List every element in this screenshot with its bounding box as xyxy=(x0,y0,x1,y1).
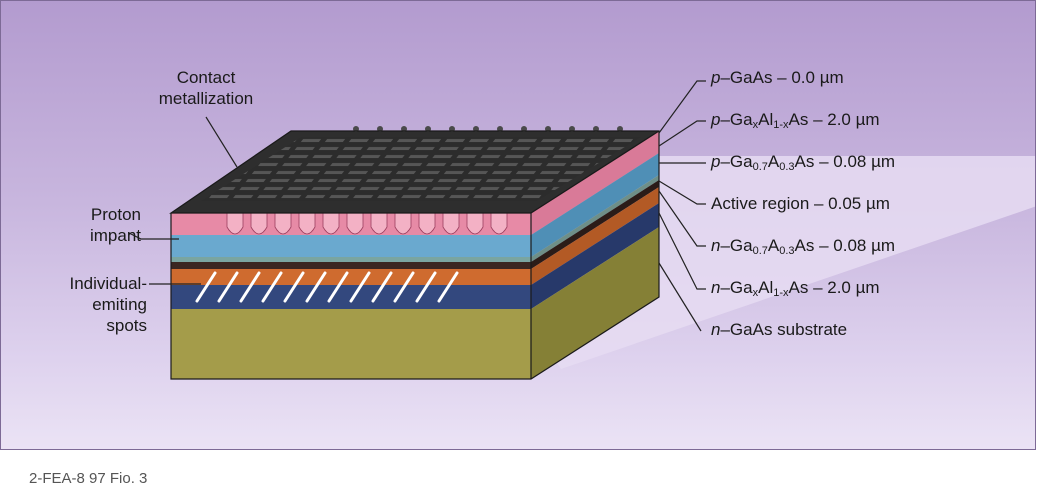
emitting-spot xyxy=(437,271,459,303)
leader-layer-5 xyxy=(658,190,706,247)
layer-label-1: p–GaAs – 0.0 µm xyxy=(711,68,844,87)
leader-contact xyxy=(205,116,238,168)
leader-layer-6 xyxy=(658,212,706,290)
layer-label-7: n–GaAs substrate xyxy=(711,320,848,339)
label-proton-implant: Proton impant xyxy=(41,204,141,246)
side-orange xyxy=(531,187,659,285)
label-wedge xyxy=(536,156,1035,369)
emitting-spot xyxy=(283,271,305,303)
proton-implant-region xyxy=(298,212,316,235)
emitting-spot xyxy=(239,271,261,303)
emitting-spot xyxy=(393,271,415,303)
label-contact-metallization: Contact metallization xyxy=(121,67,291,109)
proton-implant-region xyxy=(250,212,268,235)
emitting-spot xyxy=(217,271,239,303)
emitting-spot xyxy=(415,271,437,303)
proton-implant-region xyxy=(490,212,508,235)
proton-implant-region xyxy=(394,212,412,235)
front-lower-cladding xyxy=(171,285,531,309)
side-thin-teal xyxy=(531,175,659,262)
label-contact-line1: Contact xyxy=(176,68,236,87)
layer-label-3: p–Ga0.7A0.3As – 0.08 µm xyxy=(711,152,896,173)
side-lower-cladding xyxy=(531,203,659,309)
proton-implant-region xyxy=(346,212,364,235)
side-active-dark xyxy=(531,180,659,269)
front-orange xyxy=(171,269,531,285)
proton-implant-region xyxy=(466,212,484,235)
emitting-spot xyxy=(195,271,217,303)
front-substrate xyxy=(171,309,531,379)
block-outline xyxy=(169,130,660,380)
proton-implant-region xyxy=(226,212,244,235)
front-thin-teal xyxy=(171,257,531,262)
emitting-spot xyxy=(327,271,349,303)
front-upper-cladding xyxy=(171,235,531,257)
figure-caption: 2-FEA-8 97 Fio. 3 xyxy=(29,470,148,487)
proton-implant-regions xyxy=(226,212,508,235)
proton-implant-region xyxy=(418,212,436,235)
leader-layer-1 xyxy=(658,80,706,134)
leader-layer-7 xyxy=(658,262,702,332)
label-spots-line1: Individual- xyxy=(69,274,148,293)
side-upper-cladding xyxy=(531,153,659,257)
emitting-spot xyxy=(349,271,371,303)
front-active-dark xyxy=(171,262,531,269)
label-contact-line2: metallization xyxy=(158,89,254,108)
emitting-spots xyxy=(195,271,459,303)
proton-implant-region xyxy=(274,212,292,235)
leader-layer-4 xyxy=(658,180,706,205)
label-proton-line2: impant xyxy=(89,226,141,245)
top-contact-stripes xyxy=(201,137,641,201)
leader-proton xyxy=(128,232,179,240)
side-cap-pink xyxy=(531,131,659,235)
proton-implant-region xyxy=(370,212,388,235)
proton-implant-region xyxy=(322,212,340,235)
layer-label-5: n–Ga0.7A0.3As – 0.08 µm xyxy=(711,236,896,257)
layer-label-4: Active region – 0.05 µm xyxy=(711,194,890,213)
label-spots-line3: spots xyxy=(106,316,147,335)
layer-label-2: p–GaxAl1-xAs – 2.0 µm xyxy=(711,110,880,131)
label-proton-line1: Proton xyxy=(90,205,141,224)
emitting-spot xyxy=(261,271,283,303)
emitting-spot xyxy=(371,271,393,303)
label-emitting-spots: Individual- emiting spots xyxy=(21,273,148,336)
side-substrate xyxy=(531,227,659,379)
layer-label-6: n–GaxAl1-xAs – 2.0 µm xyxy=(711,278,880,299)
laser-structure-diagram xyxy=(128,80,1035,380)
proton-implant-region xyxy=(442,212,460,235)
label-spots-line2: emiting xyxy=(92,295,147,314)
figure-panel: Contact metallization Proton impant Indi… xyxy=(0,0,1036,450)
emitting-spot xyxy=(305,271,327,303)
leader-layer-2 xyxy=(658,120,706,147)
